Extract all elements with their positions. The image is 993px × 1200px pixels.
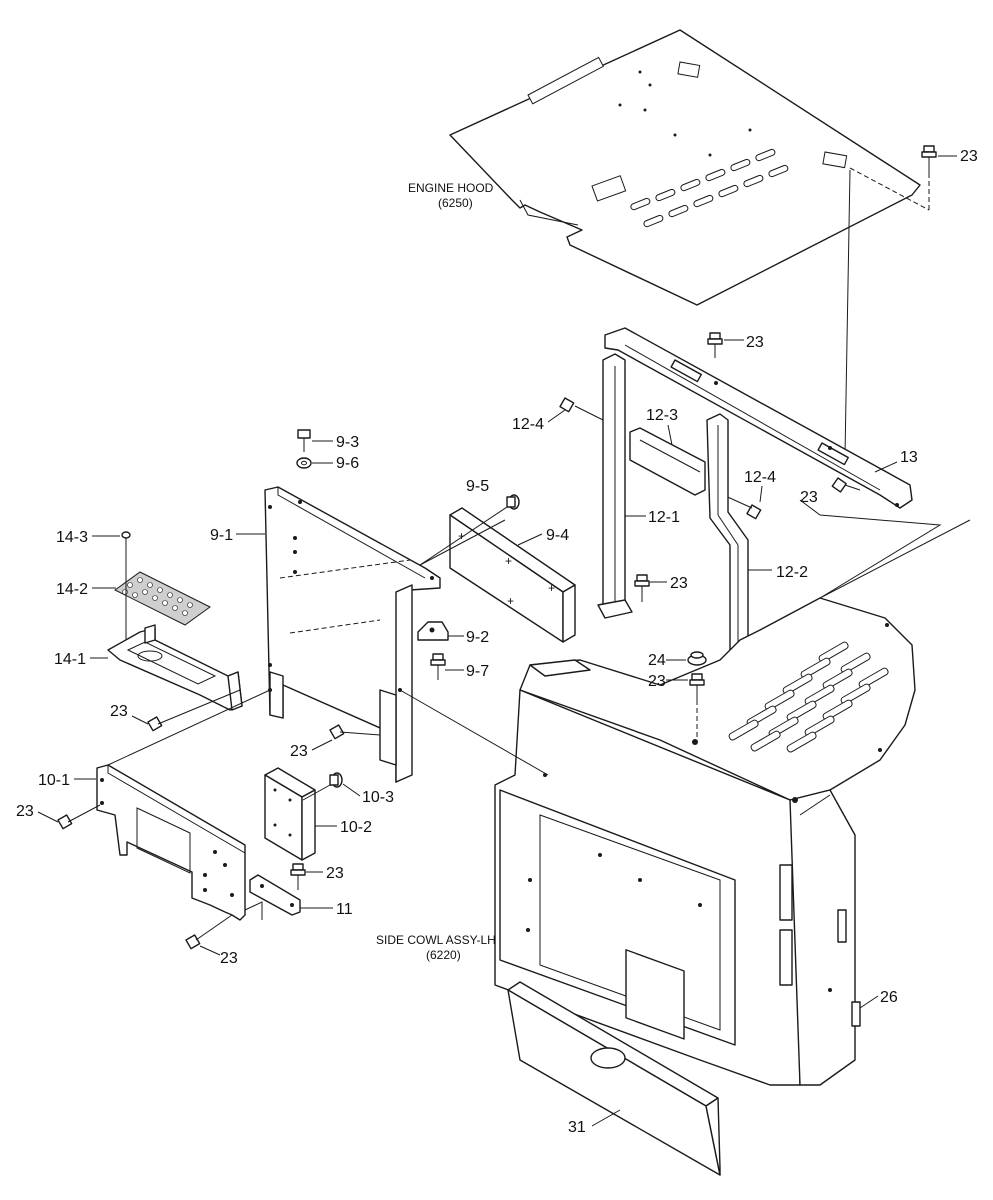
callout-23-10-1-bottom: 23 [220, 950, 238, 967]
bolt-12-4-left [559, 397, 604, 421]
bracket-12-3 [629, 427, 706, 496]
bolt-10-3 [302, 772, 343, 801]
clip-26 [851, 1001, 861, 1027]
bolt-23-post [634, 574, 650, 602]
callout-23-plate: 23 [290, 743, 308, 760]
side-cowl-label: SIDE COWL ASSY-LH [376, 933, 496, 947]
callout-24: 24 [648, 652, 666, 669]
callout-14-2: 14-2 [56, 581, 88, 598]
callout-13: 13 [900, 449, 918, 466]
callout-23-frame-right: 23 [800, 489, 818, 506]
callout-12-3: 12-3 [646, 407, 678, 424]
bolt-23-hood [849, 145, 937, 211]
bolt-23-frame [707, 332, 723, 358]
bolt-23-10-1 [57, 804, 101, 830]
pad-9-4: + + + + [449, 507, 576, 643]
bolt-23-10-1-bottom [185, 914, 233, 950]
bolt-9-7 [430, 653, 446, 680]
callout-11: 11 [336, 901, 353, 918]
svg-text:+: + [507, 594, 514, 608]
callout-14-3: 14-3 [56, 529, 88, 546]
callout-23-hood: 23 [960, 148, 978, 165]
svg-text:+: + [548, 581, 555, 595]
bolt-23-plate [329, 724, 381, 740]
plate-9-1 [264, 486, 441, 783]
side-cowl-assy [494, 597, 916, 1086]
bolt-9-5 [419, 494, 520, 566]
side-cowl-ref: (6220) [426, 948, 461, 962]
pad-31 [507, 981, 721, 1176]
engine-hood [449, 29, 921, 306]
callout-12-1: 12-1 [648, 509, 680, 526]
callout-9-5: 9-5 [466, 478, 489, 495]
callout-23-10-1: 23 [16, 803, 34, 820]
grommet-24 [687, 651, 707, 666]
svg-text:+: + [458, 529, 465, 543]
callout-23-cowl: 23 [648, 673, 666, 690]
callout-23-step: 23 [110, 703, 128, 720]
callout-26: 26 [880, 989, 898, 1006]
callout-10-2: 10-2 [340, 819, 372, 836]
callout-10-1: 10-1 [38, 772, 70, 789]
step-bracket-14-1 [107, 624, 243, 711]
bolt-9-3 [297, 429, 311, 452]
callout-10-3: 10-3 [362, 789, 394, 806]
step-14-2 [114, 571, 211, 626]
svg-text:+: + [505, 554, 512, 568]
callout-9-2: 9-2 [466, 629, 489, 646]
callout-9-4: 9-4 [546, 527, 569, 544]
callout-23-post: 23 [670, 575, 688, 592]
bolt-23-cowl [689, 673, 705, 742]
bolt-23-11 [290, 863, 306, 890]
callout-9-7: 9-7 [466, 663, 489, 680]
frame-13 [604, 327, 913, 509]
bracket-9-2 [417, 621, 449, 641]
engine-hood-ref: (6250) [438, 196, 473, 210]
bracket-11 [249, 874, 301, 916]
callout-9-6: 9-6 [336, 455, 359, 472]
callout-12-2: 12-2 [776, 564, 808, 581]
callout-23-frame: 23 [746, 334, 764, 351]
callout-23-11: 23 [326, 865, 344, 882]
bolt-23-step [147, 689, 241, 732]
callout-12-4-right: 12-4 [744, 469, 776, 486]
washer-9-6 [296, 457, 312, 469]
engine-hood-label: ENGINE HOOD [408, 181, 494, 195]
callout-12-4-left: 12-4 [512, 416, 544, 433]
bolt-23-frame-right [831, 477, 861, 493]
post-12-1 [597, 353, 633, 619]
bolt-14-3 [121, 531, 131, 640]
callout-31: 31 [568, 1119, 586, 1136]
callout-14-1: 14-1 [54, 651, 86, 668]
callout-9-1: 9-1 [210, 527, 233, 544]
plate-10-1 [96, 764, 263, 921]
pad-10-2 [264, 767, 316, 861]
callout-9-3: 9-3 [336, 434, 359, 451]
